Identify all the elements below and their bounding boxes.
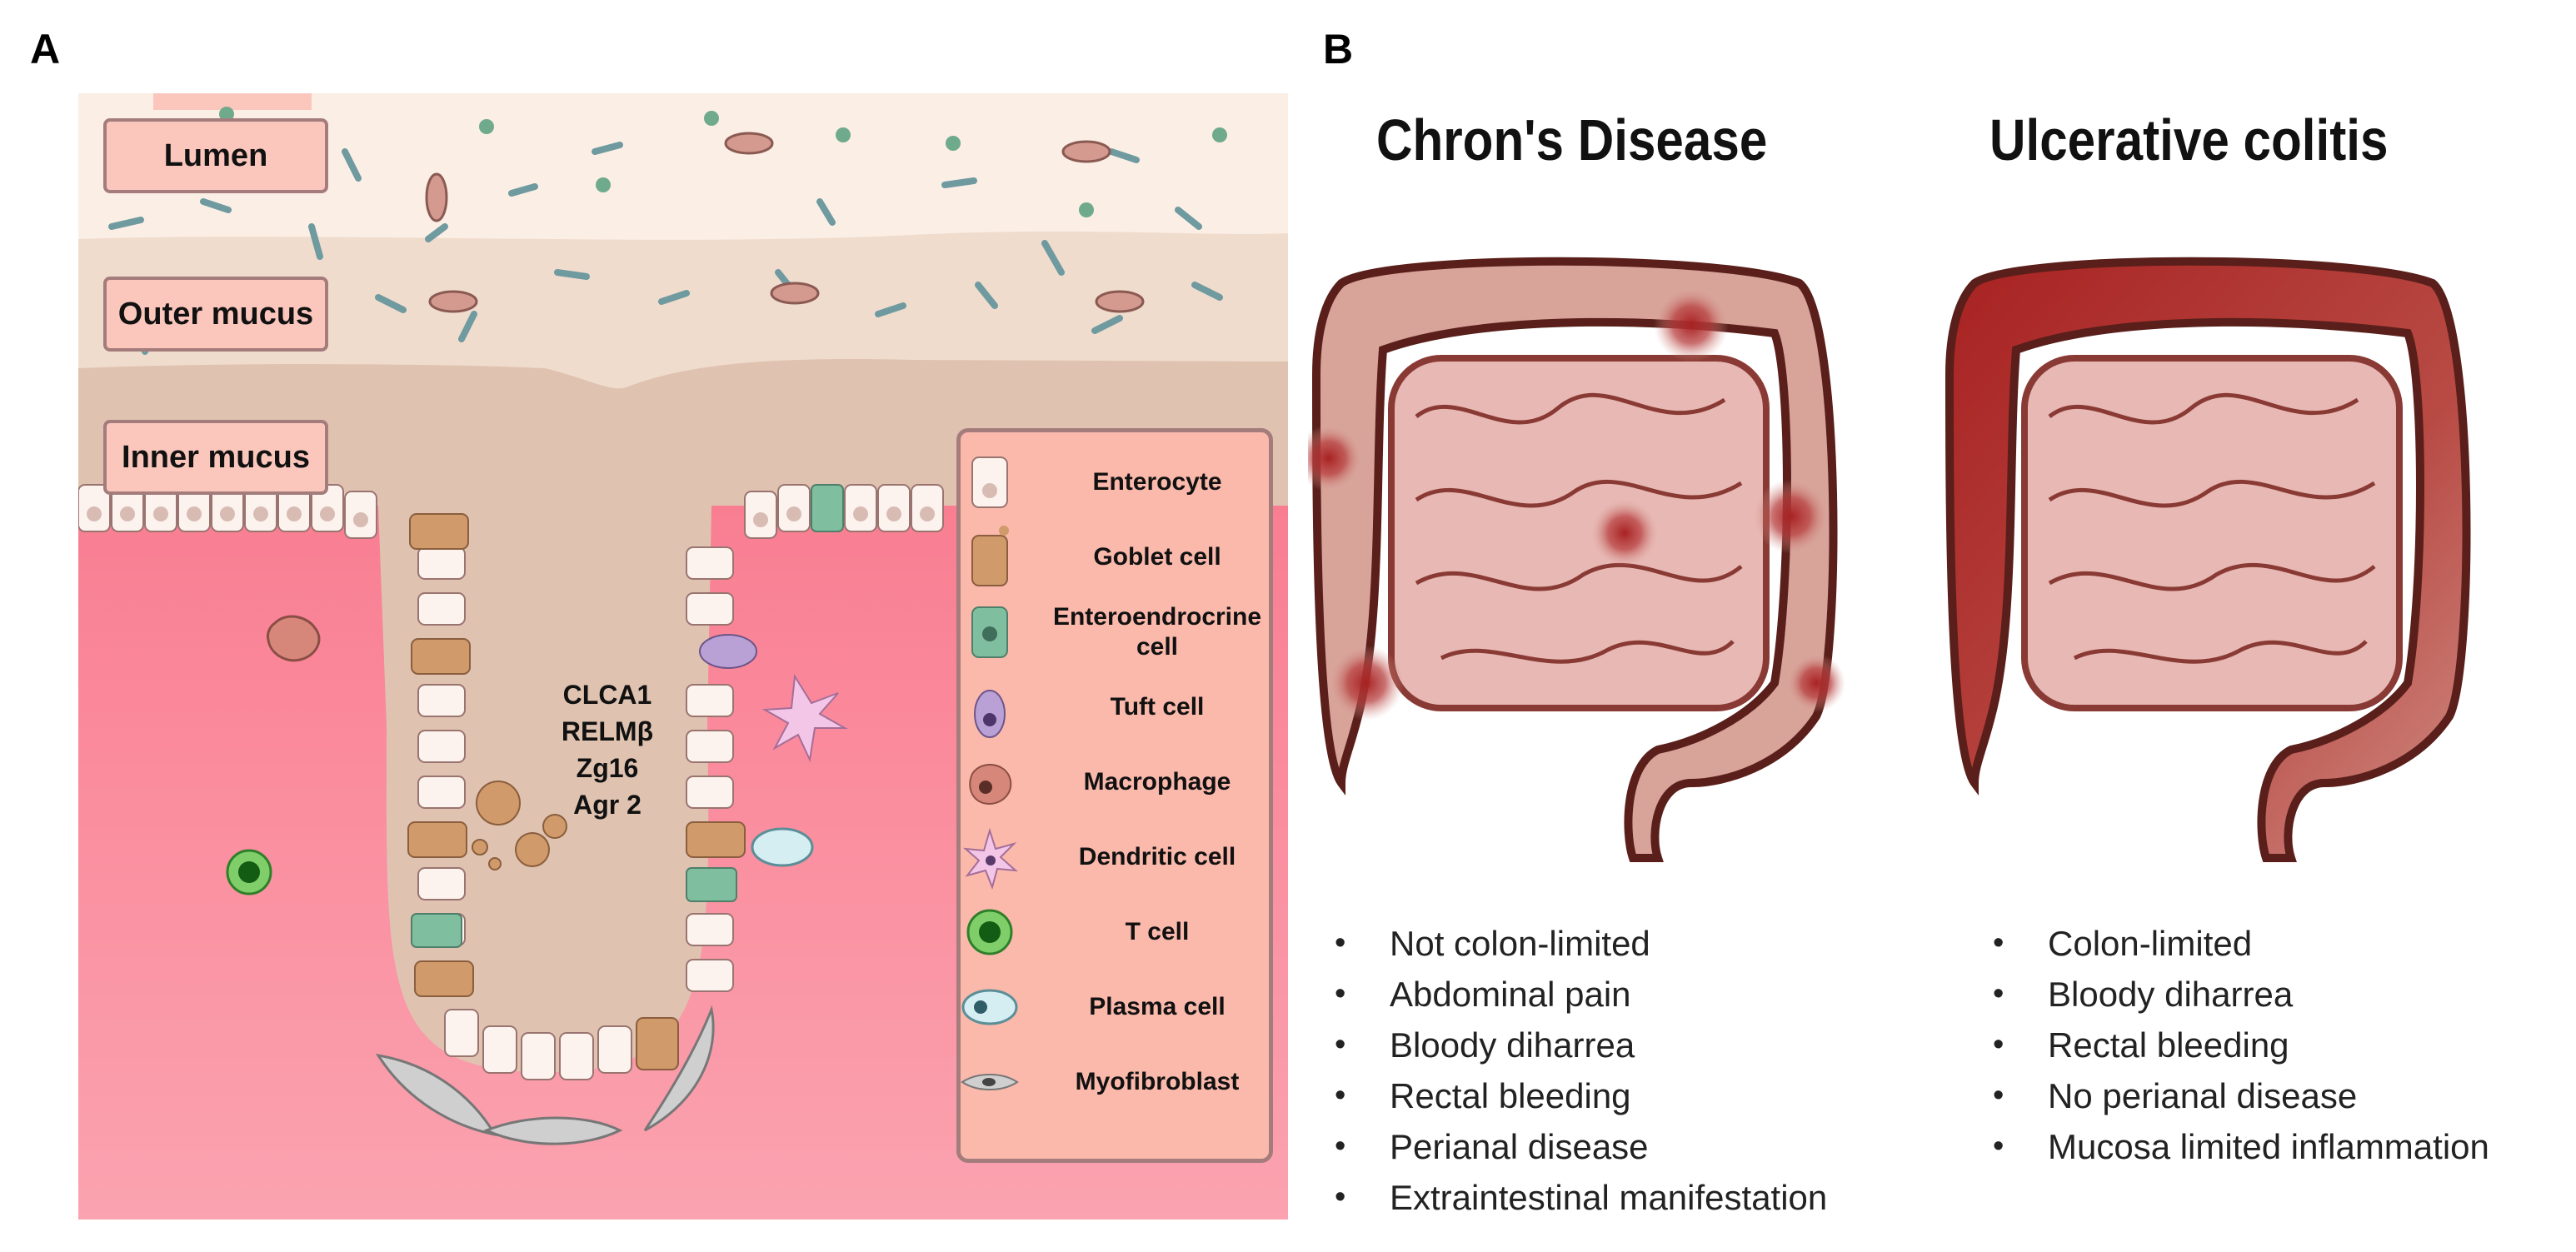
crohns-colon-illustration (1308, 257, 1845, 862)
list-item: Perianal disease (1321, 1121, 1827, 1172)
list-item: Rectal bleeding (1321, 1070, 1827, 1121)
uc-title: Ulcerative colitis (1989, 107, 2389, 172)
outer-mucus-label: Outer mucus (103, 277, 328, 352)
panel-a-letter: A (30, 26, 61, 72)
list-item: Extraintestinal manifestation (1321, 1172, 1827, 1223)
legend-item-dendritic-cell: Dendritic cell (961, 824, 1277, 890)
marker-zg16: Zg16 (576, 753, 639, 783)
inner-mucus-label: Inner mucus (103, 420, 328, 495)
uc-colon-illustration (1944, 257, 2471, 862)
legend-label: Dendritic cell (1078, 843, 1236, 870)
marker-clca1: CLCA1 (562, 680, 652, 710)
legend-item-t-cell: T cell (961, 899, 1277, 965)
goblet-cell-icon (971, 526, 1009, 586)
macrophage-icon (969, 764, 1012, 806)
crypt-diagram: Lumen Outer mucus Inner mucus CLCA1 RELM… (78, 93, 1288, 1220)
cell-legend: Enterocyte Goblet cell Enteroendrocrine … (956, 428, 1273, 1163)
legend-item-myofibroblast: Myofibroblast (961, 1049, 1277, 1115)
legend-label: Myofibroblast (1075, 1068, 1240, 1095)
legend-label: Tuft cell (1110, 693, 1205, 721)
myofibroblast-icon (961, 1074, 1019, 1090)
list-item: Abdominal pain (1321, 969, 1827, 1020)
colon-outline (1944, 257, 2471, 862)
list-item: No perianal disease (1979, 1070, 2489, 1121)
marker-relmb: RELMβ (561, 716, 654, 746)
crohns-features-list: Not colon-limited Abdominal pain Bloody … (1321, 918, 1827, 1223)
legend-item-enteroendocrine-cell: Enteroendrocrine cell (961, 599, 1277, 666)
legend-item-plasma-cell: Plasma cell (961, 974, 1277, 1040)
uc-features-list: Colon-limited Bloody diharrea Rectal ble… (1979, 918, 2489, 1172)
enteroendocrine-cell-icon (971, 606, 1008, 658)
legend-item-goblet-cell: Goblet cell (961, 524, 1277, 591)
legend-label: T cell (1125, 918, 1190, 945)
marker-agr2: Agr 2 (573, 790, 642, 820)
secreted-markers: CLCA1 RELMβ Zg16 Agr 2 (524, 676, 691, 823)
legend-item-enterocyte: Enterocyte (961, 449, 1277, 516)
legend-label: Enterocyte (1092, 468, 1222, 496)
plasma-cell-icon (961, 989, 1018, 1025)
legend-label: Enteroendrocrine cell (1052, 603, 1262, 661)
list-item: Mucosa limited inflammation (1979, 1121, 2489, 1172)
legend-label: Macrophage (1083, 768, 1231, 796)
list-item: Colon-limited (1979, 918, 2489, 969)
lumen-label: Lumen (103, 118, 328, 193)
legend-label: Plasma cell (1089, 993, 1226, 1020)
legend-item-tuft-cell: Tuft cell (961, 674, 1277, 741)
list-item: Bloody diharrea (1321, 1020, 1827, 1070)
dendritic-cell-icon (963, 827, 1018, 890)
legend-item-macrophage: Macrophage (961, 749, 1277, 816)
colon-outline (1311, 257, 1838, 862)
small-intestine (2021, 355, 2403, 711)
list-item: Bloody diharrea (1979, 969, 2489, 1020)
t-cell-icon (966, 909, 1013, 955)
list-item: Rectal bleeding (1979, 1020, 2489, 1070)
crohns-title: Chron's Disease (1376, 107, 1768, 172)
panel-b-letter: B (1323, 26, 1354, 72)
enterocyte-icon (971, 456, 1008, 508)
list-item: Not colon-limited (1321, 918, 1827, 969)
legend-label: Goblet cell (1093, 543, 1221, 571)
tuft-cell-icon (974, 690, 1006, 738)
